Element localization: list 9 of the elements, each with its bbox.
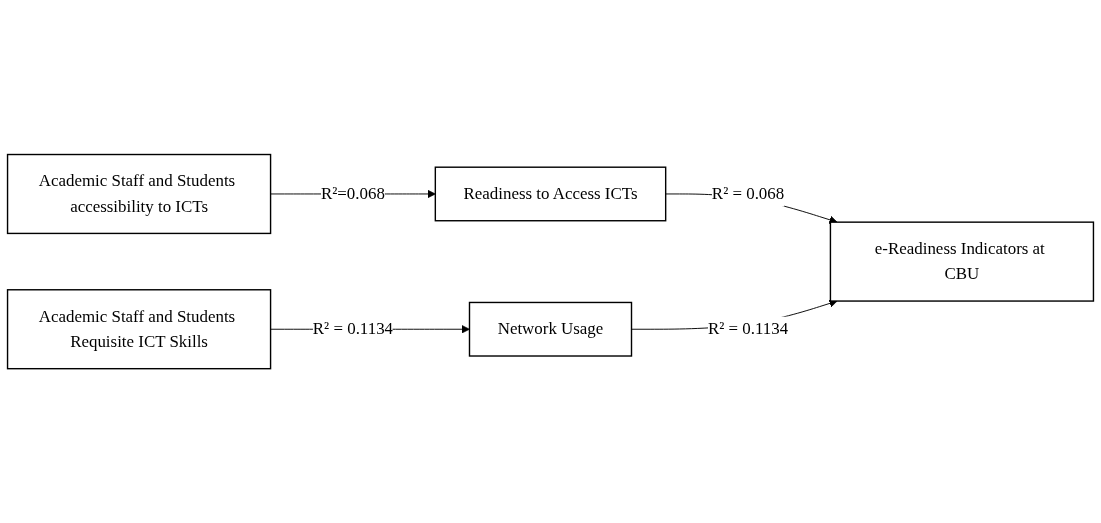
edge-label: R²=0.068	[320, 184, 385, 203]
edge-label: R² = 0.1134	[312, 319, 394, 339]
node-box: Academic Staff and Students accessibility to ICTs	[6, 153, 272, 234]
edge-label: R² = 0.068	[711, 184, 785, 203]
node-box: Network Usage	[468, 301, 633, 357]
node-box: e-Readiness Indicators at CBU	[829, 221, 1095, 302]
edge-label: R² = 0.1134	[707, 319, 789, 339]
node-box: Academic Staff and Students Requisite ICT Skills	[6, 288, 272, 370]
node-box: Readiness to Access ICTs	[434, 166, 667, 222]
